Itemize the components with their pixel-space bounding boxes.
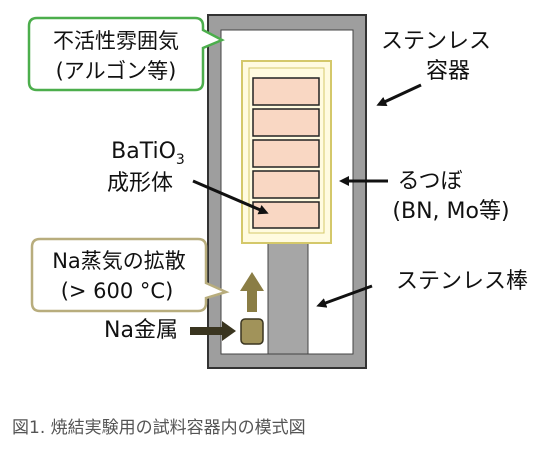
crucible-label-line1: るつぼ <box>397 169 462 194</box>
vapor-label-line2: (> 600 °C) <box>61 279 174 303</box>
na-metal-label: Na金属 <box>104 318 178 343</box>
sample-arrow <box>192 179 269 215</box>
container-label-line2: 容器 <box>426 59 470 84</box>
na-vapor-arrow <box>240 272 264 312</box>
crucible-label-line2: (BN, Mo等) <box>392 199 509 224</box>
batio3-pellet <box>252 77 320 106</box>
figure-caption: 図1. 焼結実験用の試料容器内の模式図 <box>12 418 306 438</box>
batio3-pellet <box>252 108 320 137</box>
batio3-pellet <box>252 139 320 168</box>
sample-label-line1: BaTiO3 <box>111 139 185 168</box>
sample-label-main: BaTiO <box>111 139 176 164</box>
rod-label: ステンレス棒 <box>396 269 528 294</box>
rod-arrow <box>316 284 373 308</box>
na-metal-block <box>240 318 264 345</box>
batio3-pellet <box>252 170 320 199</box>
container-label-line1: ステンレス <box>381 29 491 54</box>
atmosphere-label-line1: 不活性雰囲気 <box>53 29 179 53</box>
container-arrow <box>376 83 422 107</box>
atmosphere-label-line2: (アルゴン等) <box>56 59 177 83</box>
vapor-callout <box>30 237 230 313</box>
stainless-rod <box>267 242 309 355</box>
sample-label-subscript: 3 <box>176 152 185 168</box>
vapor-label-line1: Na蒸気の拡散 <box>52 249 186 273</box>
batio3-pellet <box>252 201 320 229</box>
atmosphere-callout <box>27 16 225 92</box>
na-metal-arrow <box>190 321 236 341</box>
batio3-pellet-stack <box>252 77 320 229</box>
sample-label-line2: 成形体 <box>107 171 173 196</box>
crucible-inner <box>248 67 325 234</box>
